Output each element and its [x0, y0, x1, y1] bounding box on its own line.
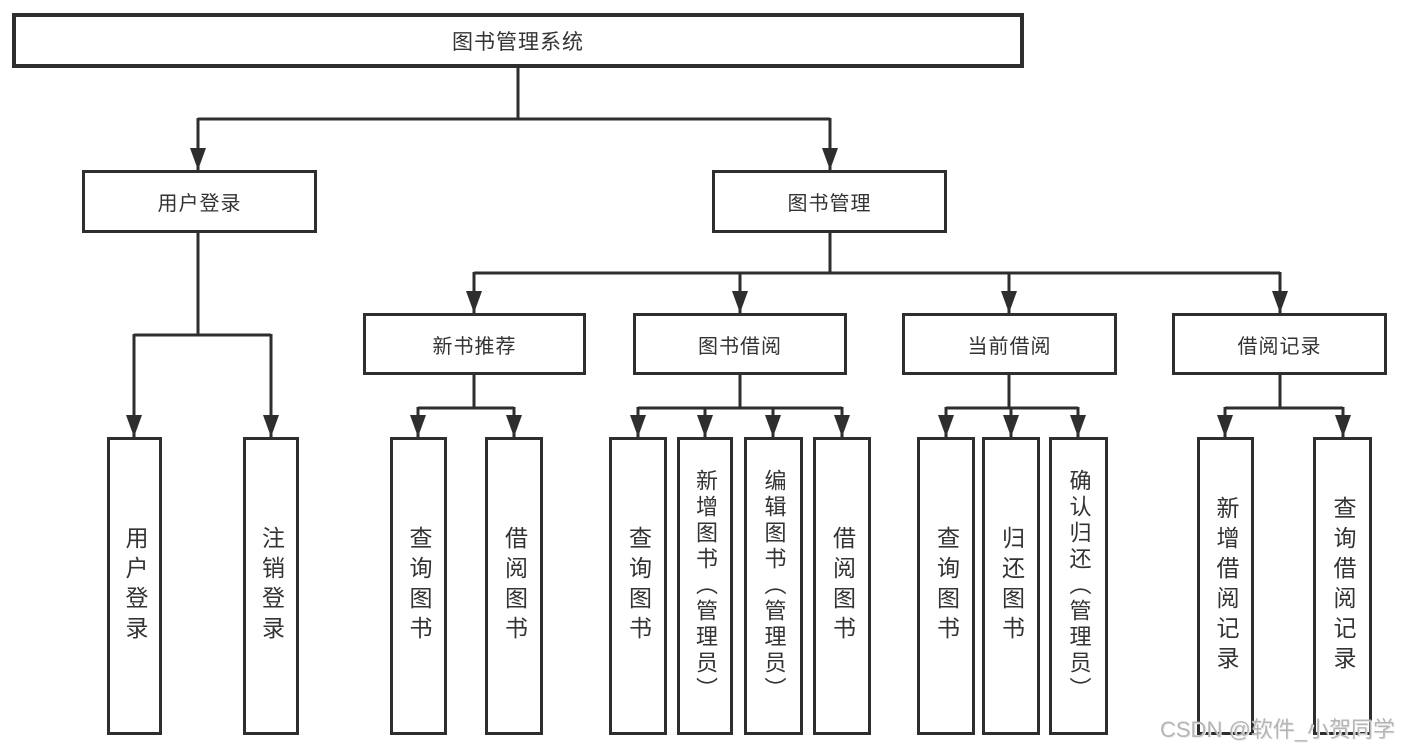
leaf-user-login: 用户登录 [107, 437, 162, 735]
node-current-borrow-label: 当前借阅 [967, 335, 1052, 358]
leaf-add-borrow-record-label: 新增借阅记录 [1213, 496, 1239, 676]
leaf-logout-label: 注销登录 [258, 526, 285, 646]
node-new-book-recommend-label: 新书推荐 [432, 335, 517, 358]
node-new-book-recommend: 新书推荐 [363, 313, 586, 375]
leaf-add-book-admin-label: 新增图书（管理员） [693, 469, 718, 703]
leaf-borrow-book-1-label: 借阅图书 [501, 526, 528, 646]
leaf-query-book-3-label: 查询图书 [933, 526, 960, 646]
node-book-management: 图书管理 [712, 170, 947, 233]
node-book-borrow: 图书借阅 [633, 313, 847, 375]
leaf-query-borrow-record-label: 查询借阅记录 [1330, 496, 1356, 676]
node-borrow-record-label: 借阅记录 [1237, 335, 1322, 358]
node-borrow-record: 借阅记录 [1172, 313, 1387, 375]
leaf-add-book-admin: 新增图书（管理员） [677, 437, 733, 735]
node-root: 图书管理系统 [12, 13, 1024, 68]
leaf-query-borrow-record: 查询借阅记录 [1313, 437, 1372, 735]
leaf-user-login-label: 用户登录 [122, 526, 148, 646]
node-book-management-label: 图书管理 [787, 193, 872, 215]
node-book-borrow-label: 图书借阅 [698, 335, 782, 358]
watermark: CSDN @软件_小贺同学 [1160, 717, 1396, 742]
leaf-confirm-return-admin-label: 确认归还（管理员） [1066, 469, 1092, 703]
leaf-query-book-2-label: 查询图书 [625, 526, 652, 646]
leaf-return-book: 归还图书 [982, 437, 1040, 735]
leaf-query-book-3: 查询图书 [917, 437, 975, 735]
leaf-query-book-1: 查询图书 [390, 437, 447, 735]
leaf-edit-book-admin: 编辑图书（管理员） [744, 437, 803, 735]
leaf-borrow-book-1: 借阅图书 [485, 437, 543, 735]
leaf-logout: 注销登录 [243, 437, 299, 735]
leaf-confirm-return-admin: 确认归还（管理员） [1049, 437, 1108, 735]
leaf-borrow-book-2-label: 借阅图书 [829, 526, 856, 646]
leaf-return-book-label: 归还图书 [998, 526, 1025, 646]
leaf-query-book-2: 查询图书 [609, 437, 667, 735]
node-user-login: 用户登录 [82, 170, 317, 233]
leaf-add-borrow-record: 新增借阅记录 [1197, 437, 1254, 735]
node-current-borrow: 当前借阅 [902, 313, 1117, 375]
leaf-edit-book-admin-label: 编辑图书（管理员） [761, 469, 787, 703]
leaf-borrow-book-2: 借阅图书 [813, 437, 871, 735]
node-user-login-label: 用户登录 [157, 193, 242, 215]
node-root-label: 图书管理系统 [452, 30, 584, 54]
leaf-query-book-1-label: 查询图书 [406, 526, 432, 646]
